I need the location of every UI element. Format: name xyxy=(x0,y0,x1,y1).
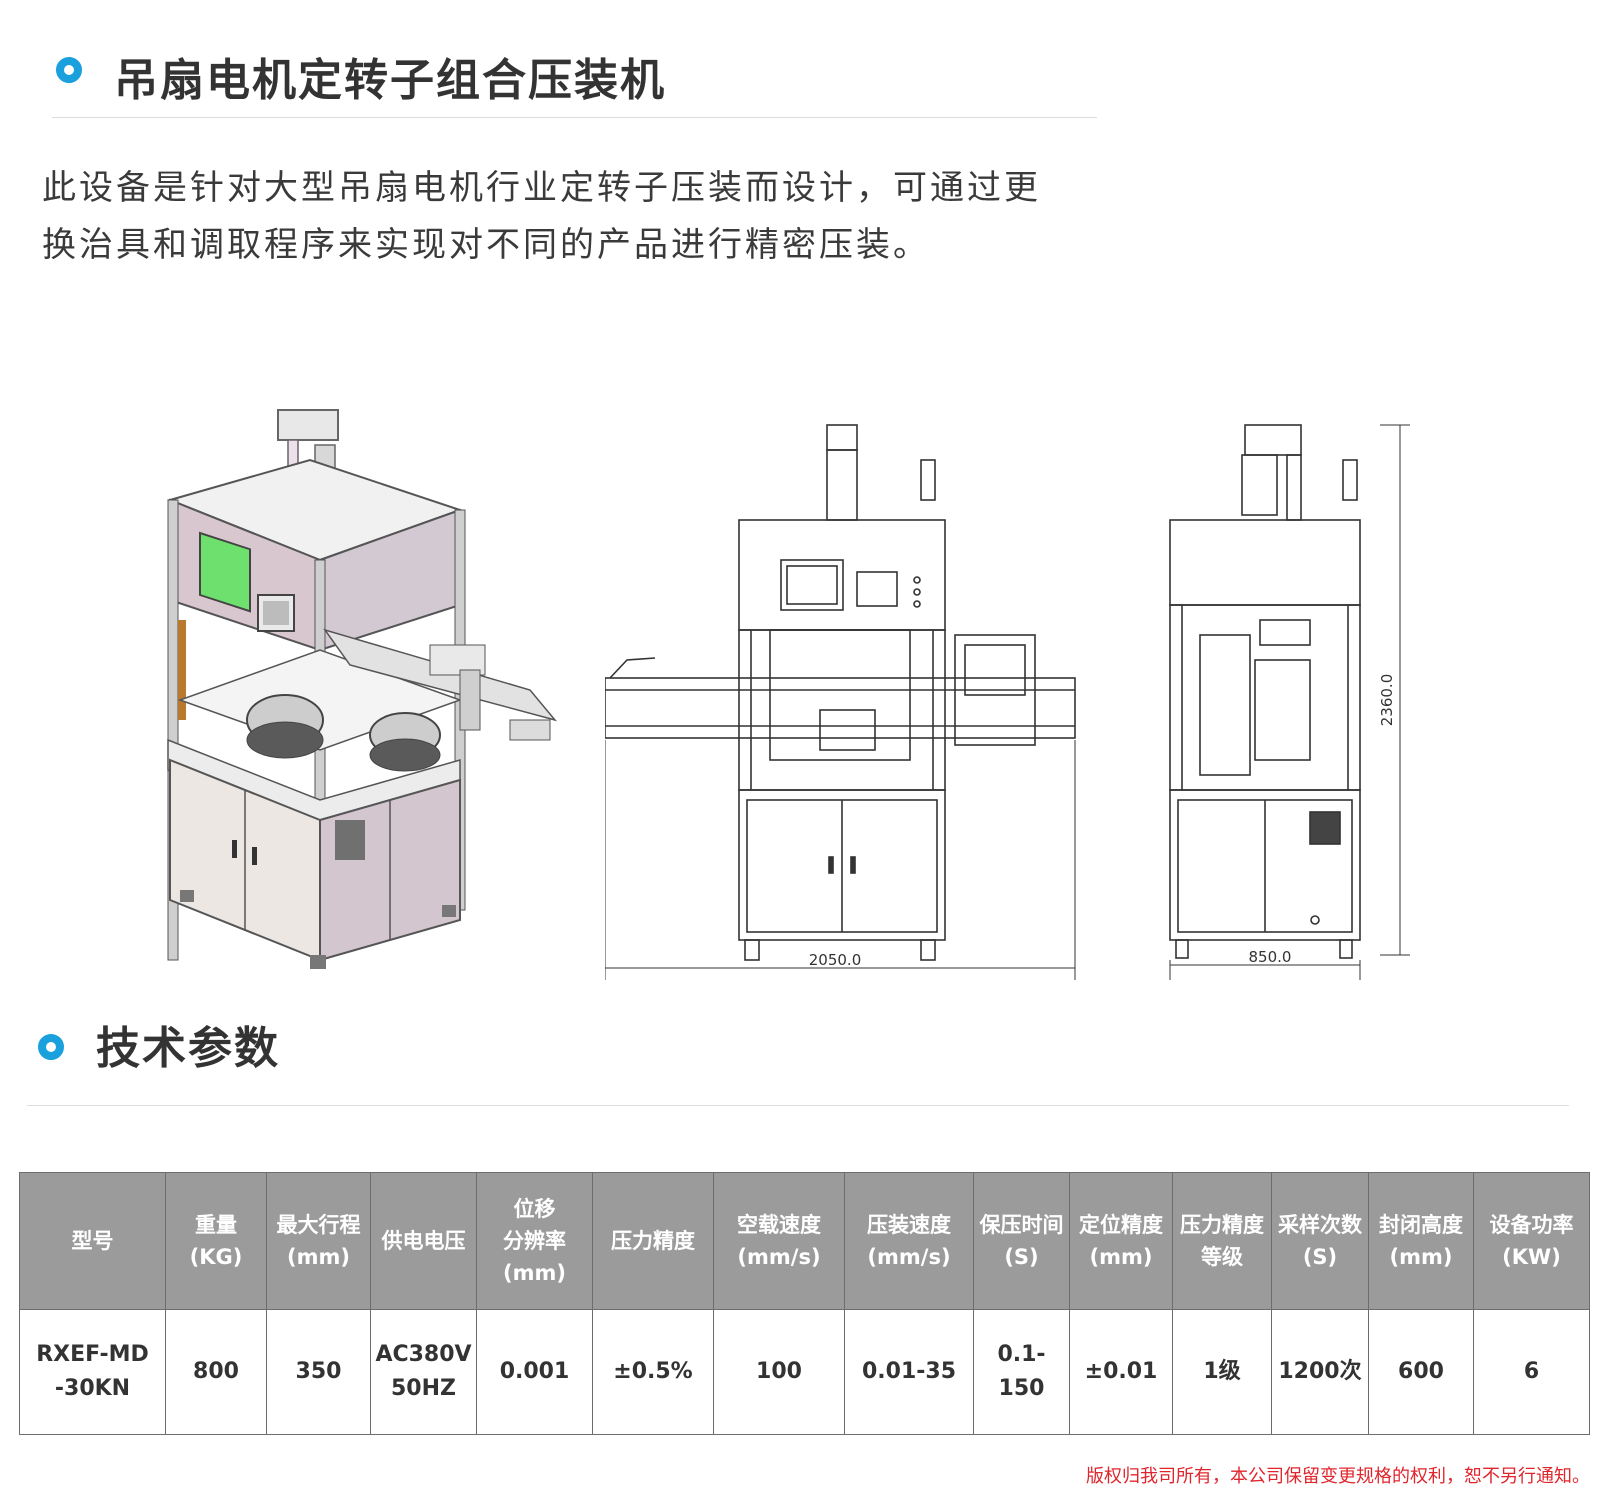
spec-header-line: (mm/s) xyxy=(867,1245,951,1269)
spec-value-cell: 1200次 xyxy=(1271,1309,1369,1435)
spec-data-row: RXEF-MD -30KN 800 350 AC380V 50HZ 0.001 ±0.5% 10… xyxy=(19,1309,1590,1435)
title-divider xyxy=(52,117,1097,118)
spec-value-line: 100 xyxy=(756,1359,802,1384)
spec-header-line: 型号 xyxy=(71,1229,114,1253)
spec-value-line: 1级 xyxy=(1203,1359,1241,1384)
spec-divider xyxy=(27,1105,1569,1106)
spec-header-line: 位移 xyxy=(513,1197,556,1221)
side-view-drawing: 850.0 2360.0 xyxy=(1169,424,1410,980)
spec-header-cell: 重量 (KG) xyxy=(165,1172,267,1310)
spec-header-cell: 最大行程 (mm) xyxy=(266,1172,371,1310)
section-bullet-icon xyxy=(38,1034,64,1060)
spec-value-line: RXEF-MD xyxy=(36,1342,149,1367)
spec-value-cell: AC380V 50HZ xyxy=(370,1309,477,1435)
spec-value-line: 6 xyxy=(1523,1359,1540,1384)
spec-value-line: 0.1-150 xyxy=(997,1342,1046,1401)
spec-header-line: (mm) xyxy=(287,1245,350,1269)
spec-value-line: -30KN xyxy=(54,1376,131,1401)
spec-header-cell: 型号 xyxy=(19,1172,166,1310)
spec-header-cell: 设备功率 (KW) xyxy=(1473,1172,1590,1310)
spec-header-line: 供电电压 xyxy=(381,1229,466,1253)
spec-value-cell: 0.001 xyxy=(476,1309,593,1435)
spec-header-line: (S) xyxy=(1004,1245,1039,1269)
spec-header-row: 型号 重量 (KG) 最大行程 (mm) 供电电压 位移分辨率 (mm) 压力精度 空载速度 (mm… xyxy=(19,1172,1590,1310)
spec-value-cell: ±0.5% xyxy=(592,1309,714,1435)
spec-header-line: (mm) xyxy=(1089,1245,1153,1269)
spec-header-cell: 保压时间 (S) xyxy=(973,1172,1070,1310)
spec-header-line: (mm) xyxy=(1389,1245,1453,1269)
spec-header-line: (KG) xyxy=(189,1245,243,1269)
spec-header-cell: 位移分辨率 (mm) xyxy=(476,1172,593,1310)
spec-header-line: 定位精度 xyxy=(1079,1213,1163,1237)
spec-header-cell: 供电电压 xyxy=(370,1172,477,1310)
spec-header-line: 压力精度 xyxy=(611,1229,695,1253)
spec-header-line: 设备功率 xyxy=(1489,1213,1574,1237)
spec-value-line: AC380V xyxy=(375,1342,472,1367)
spec-value-cell: 800 xyxy=(165,1309,267,1435)
spec-header-line: 空载速度 xyxy=(737,1213,821,1237)
spec-header-cell: 压力精度 xyxy=(592,1172,714,1310)
section-bullet-icon xyxy=(56,57,82,83)
spec-header-line: 压装速度 xyxy=(867,1213,951,1237)
spec-header-line: 重量 xyxy=(195,1213,237,1237)
spec-value-cell: 350 xyxy=(266,1309,371,1435)
spec-value-cell: 1级 xyxy=(1172,1309,1272,1435)
side-height-dimension: 2360.0 xyxy=(1378,674,1396,727)
spec-value-line: 0.001 xyxy=(499,1359,570,1384)
machine-3d-illustration xyxy=(166,409,558,969)
spec-value-line: 50HZ xyxy=(391,1376,456,1401)
spec-value-cell: RXEF-MD -30KN xyxy=(19,1309,166,1435)
front-width-dimension: 2050.0 xyxy=(809,951,862,969)
spec-header-line: (mm) xyxy=(503,1261,566,1285)
spec-value-cell: 0.1-150 xyxy=(973,1309,1070,1435)
spec-header-cell: 压力精度等级 xyxy=(1172,1172,1272,1310)
spec-value-line: 350 xyxy=(295,1359,342,1384)
spec-value-cell: 100 xyxy=(713,1309,845,1435)
spec-header-line: 保压时间 xyxy=(979,1213,1064,1237)
copyright-notice: 版权归我司所有，本公司保留变更规格的权利，恕不另行通知。 xyxy=(1086,1466,1590,1487)
spec-header-line: 最大行程 xyxy=(276,1213,361,1237)
spec-header-line: 封闭高度 xyxy=(1379,1213,1463,1237)
spec-header-cell: 封闭高度 (mm) xyxy=(1368,1172,1474,1310)
spec-header-line: (KW) xyxy=(1502,1245,1561,1269)
side-width-dimension: 850.0 xyxy=(1249,948,1292,966)
spec-value-cell: 600 xyxy=(1368,1309,1474,1435)
spec-header-line: 分辨率 xyxy=(503,1229,566,1253)
spec-table: 型号 重量 (KG) 最大行程 (mm) 供电电压 位移分辨率 (mm) 压力精度 空载速度 (mm… xyxy=(19,1172,1590,1435)
spec-header-cell: 定位精度 (mm) xyxy=(1069,1172,1173,1310)
spec-value-cell: ±0.01 xyxy=(1069,1309,1173,1435)
spec-header-line: (S) xyxy=(1302,1245,1338,1269)
spec-value-line: 800 xyxy=(193,1359,239,1384)
spec-value-line: 600 xyxy=(1398,1359,1444,1384)
spec-header-line: 等级 xyxy=(1201,1245,1243,1269)
product-description: 此设备是针对大型吊扇电机行业定转子压装而设计，可通过更换治具和调取程序来实现对不… xyxy=(42,168,1041,265)
spec-header-line: 压力精度 xyxy=(1180,1213,1264,1237)
spec-value-line: 0.01-35 xyxy=(861,1359,957,1384)
front-view-drawing: 2050.0 xyxy=(605,424,1076,980)
spec-value-cell: 0.01-35 xyxy=(844,1309,974,1435)
spec-header-line: (mm/s) xyxy=(737,1245,821,1269)
spec-value-line: 1200次 xyxy=(1278,1359,1362,1384)
spec-header-cell: 采样次数 (S) xyxy=(1271,1172,1369,1310)
spec-header-cell: 空载速度 (mm/s) xyxy=(713,1172,845,1310)
spec-value-line: ±0.01 xyxy=(1084,1359,1158,1384)
product-title: 吊扇电机定转子组合压装机 xyxy=(114,55,666,106)
spec-section-title: 技术参数 xyxy=(96,1023,280,1074)
spec-header-cell: 压装速度 (mm/s) xyxy=(844,1172,974,1310)
spec-value-cell: 6 xyxy=(1473,1309,1590,1435)
spec-value-line: ±0.5% xyxy=(613,1359,693,1384)
spec-header-line: 采样次数 xyxy=(1278,1213,1362,1237)
